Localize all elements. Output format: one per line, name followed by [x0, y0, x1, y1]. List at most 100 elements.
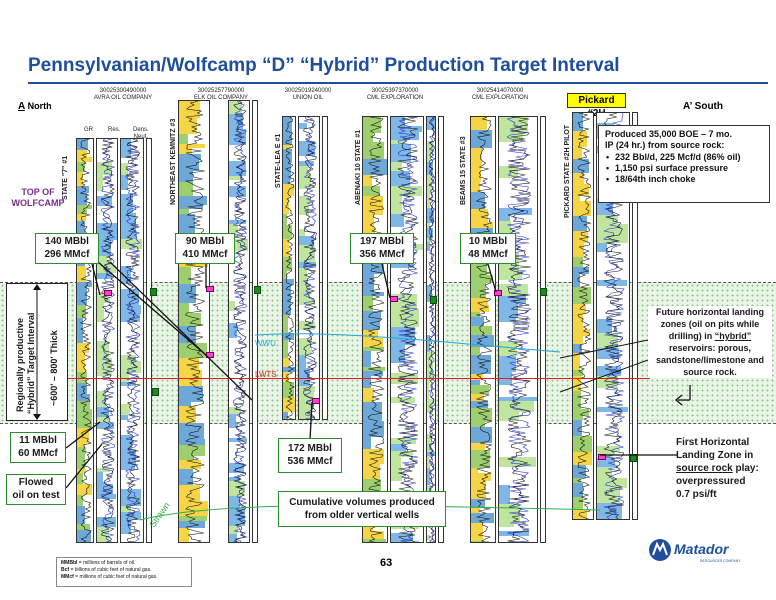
log-fill-segment: [77, 401, 91, 409]
log-fill-segment: [229, 414, 236, 424]
first-zone-line5: 0.7 psi/ft: [676, 489, 717, 500]
log-fill-segment: [229, 208, 240, 220]
log-fill-segment: [471, 523, 484, 541]
log-trace: [397, 117, 420, 542]
log-fill-segment: [597, 421, 620, 427]
log-fill-segment: [283, 382, 294, 398]
log-fill-segment: [597, 407, 629, 412]
log-fill-segment: [471, 165, 482, 182]
log-fill-segment: [97, 468, 110, 472]
log-fill-segment: [573, 196, 580, 201]
log-fill-segment: [121, 249, 129, 266]
log-fill-segment: [391, 416, 405, 424]
log-fill-segment: [179, 196, 208, 205]
log-fill-segment: [391, 144, 412, 162]
log-trace: [184, 101, 206, 542]
log-fill-segment: [77, 157, 92, 162]
callout-oil: 90 MBbl: [185, 236, 225, 247]
log-fill-segment: [229, 180, 248, 186]
log-fill-segment: [427, 150, 431, 162]
log-fill-segment: [229, 114, 244, 119]
log-fill-segment: [427, 413, 431, 419]
log-fill-segment: [97, 336, 109, 341]
log-fill-segment: [77, 506, 85, 524]
log-fill-segment: [573, 184, 589, 196]
future-line4: reservoirs: porous,: [668, 343, 752, 353]
log-track: [426, 116, 436, 543]
well-operator: AVRA OIL COMPANY: [93, 95, 153, 101]
log-fill-segment: [97, 162, 113, 175]
log-fill-segment: [427, 319, 434, 335]
dens-neut-column-label: Dens. Neut.: [133, 127, 149, 141]
log-fill-segment: [299, 229, 306, 236]
log-fill-segment: [121, 373, 129, 382]
callout-oil: 197 MBbl: [360, 236, 404, 247]
log-fill-segment: [229, 496, 240, 508]
log-fill-segment: [299, 283, 310, 300]
log-fill-segment: [97, 180, 103, 191]
well-api: 30025019240000: [284, 88, 332, 94]
log-fill-segment: [77, 473, 83, 484]
log-fill-segment: [283, 149, 293, 163]
core-marker: [540, 288, 547, 296]
perforation-marker: [390, 296, 398, 302]
log-fill-segment: [499, 536, 519, 542]
log-fill-segment: [391, 397, 415, 403]
callout-well4-cum: 197 MBbl 356 MMcf: [350, 233, 414, 264]
callout-well3-cum: 172 MBbl 536 MMcf: [278, 438, 342, 473]
well-api: 30025257790000: [197, 88, 245, 94]
log-fill-segment: [299, 262, 316, 268]
core-marker: [430, 296, 437, 304]
log-fill-segment: [97, 175, 103, 180]
well-header-3: 30025019240000 UNION OIL: [268, 88, 348, 102]
callout-well1-cum: 140 MBbl 296 MMcf: [35, 233, 99, 264]
log-fill-segment: [471, 312, 480, 317]
log-curve: [125, 139, 142, 542]
log-fill-segment: [499, 457, 537, 467]
log-fill-segment: [573, 497, 583, 510]
log-fill-segment: [597, 243, 607, 248]
log-fill-segment: [471, 148, 482, 165]
log-fill-segment: [471, 468, 479, 473]
log-fill-segment: [597, 478, 628, 488]
log-curve: [79, 139, 93, 542]
log-fill-segment: [229, 463, 245, 473]
log-fill-segment: [573, 231, 588, 243]
log-fill-segment: [77, 193, 88, 205]
log-track: [96, 138, 118, 543]
future-line3-pre: drilling) in: [668, 331, 715, 341]
logo-subtitle: RESOURCES COMPANY: [700, 559, 741, 563]
log-fill-segment: [573, 370, 583, 376]
log-fill-segment: [229, 347, 245, 365]
first-zone-source-rock: source rock: [676, 463, 733, 474]
log-track: [228, 100, 250, 543]
log-fill-segment: [121, 382, 137, 386]
log-trace: [79, 139, 93, 542]
log-track: [572, 112, 594, 520]
future-line5: sandstone/limestone and: [655, 355, 765, 365]
log-fill-segment: [299, 368, 310, 386]
log-fill-segment: [391, 117, 405, 126]
log-fill-segment: [283, 225, 292, 239]
log-fill-segment: [77, 318, 84, 332]
well-operator: CML EXPLORATION: [366, 95, 424, 101]
log-fill-segment: [229, 534, 238, 538]
top-of-wolfcamp-line1: TOP OF: [21, 187, 55, 197]
log-fill-segment: [499, 401, 535, 412]
core-marker: [254, 286, 261, 294]
log-fill-segment: [363, 296, 374, 311]
log-fill-segment: [573, 201, 592, 216]
log-fill-segment: [573, 314, 584, 329]
log-fill-segment: [229, 101, 242, 114]
log-fill-segment: [179, 267, 192, 284]
log-fill-segment: [77, 209, 87, 214]
log-fill-segment: [363, 338, 383, 347]
log-fill-segment: [427, 434, 432, 452]
log-fill-segment: [499, 412, 520, 421]
log-trace: [232, 101, 248, 542]
log-fill-segment: [97, 322, 105, 327]
log-fill-segment: [77, 305, 87, 318]
log-fill-segment: [97, 196, 113, 206]
log-curve: [428, 117, 435, 542]
log-fill-segment: [299, 166, 309, 173]
